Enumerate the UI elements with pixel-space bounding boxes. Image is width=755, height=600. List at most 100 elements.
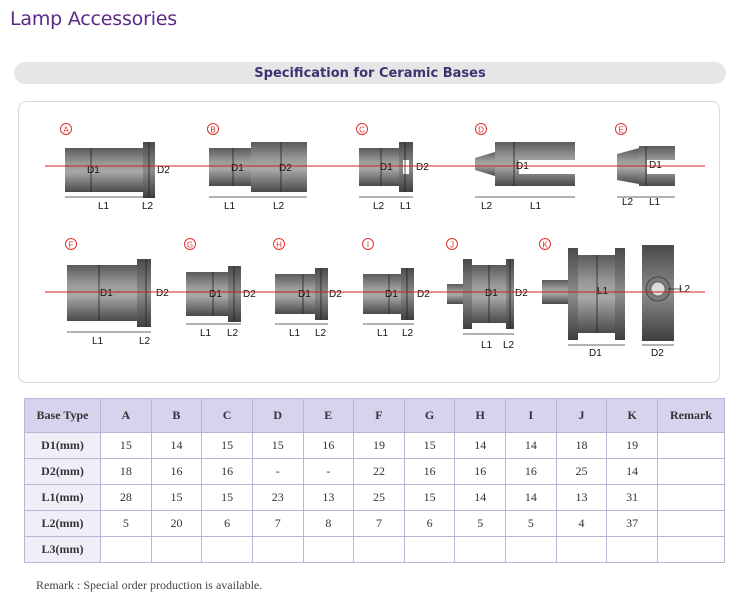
svg-text:K: K	[542, 241, 548, 250]
svg-text:D1: D1	[100, 288, 113, 299]
table-cell: 15	[251, 432, 304, 459]
table-cell: 25	[555, 458, 608, 485]
row-label: L1(mm)	[24, 484, 101, 511]
svg-text:L2: L2	[402, 328, 414, 339]
table-cell: 14	[505, 484, 557, 511]
table-cell	[606, 536, 658, 563]
svg-text:D1: D1	[516, 161, 529, 172]
svg-text:L1: L1	[289, 328, 301, 339]
svg-text:L1: L1	[98, 201, 110, 212]
table-cell: -	[251, 458, 304, 485]
row-label: D1(mm)	[24, 432, 101, 459]
base-d-drawing: D D1 L2 L1	[475, 123, 575, 212]
table-cell	[251, 536, 304, 563]
table-cell: 14	[150, 432, 203, 459]
base-k-drawing: K L1 D1 L2 D2	[539, 238, 691, 359]
svg-text:D: D	[478, 126, 484, 135]
svg-text:I: I	[367, 241, 369, 250]
svg-text:H: H	[276, 241, 282, 250]
row-label: L3(mm)	[24, 536, 101, 563]
svg-text:L1: L1	[481, 340, 493, 351]
table-cell: 4	[555, 510, 608, 537]
svg-text:L2: L2	[622, 197, 634, 208]
base-k-marker: K	[539, 238, 551, 250]
table-cell: 16	[454, 458, 506, 485]
svg-text:L1: L1	[224, 201, 236, 212]
svg-text:D2: D2	[243, 289, 256, 300]
section-header-bar: Specification for Ceramic Bases	[14, 62, 726, 84]
header-cell: F	[353, 398, 405, 433]
svg-text:L2: L2	[142, 201, 154, 212]
svg-text:D2: D2	[157, 165, 170, 176]
section-title: Specification for Ceramic Bases	[254, 65, 486, 81]
svg-text:C: C	[359, 126, 365, 135]
svg-text:D1: D1	[485, 288, 498, 299]
table-cell: 23	[251, 484, 304, 511]
table-cell: 18	[100, 458, 152, 485]
table-cell: 18	[555, 432, 608, 459]
table-cell: 14	[454, 484, 506, 511]
svg-text:D2: D2	[417, 289, 430, 300]
header-cell: B	[150, 398, 203, 433]
table-cell	[403, 536, 456, 563]
header-cell: Remark	[657, 398, 725, 433]
table-cell: 5	[100, 510, 152, 537]
table-cell: 7	[251, 510, 304, 537]
base-a-drawing: A D1 D2 L1 L2	[60, 123, 170, 212]
svg-text:L1: L1	[530, 201, 542, 212]
header-cell: G	[403, 398, 456, 433]
table-cell: 15	[201, 432, 253, 459]
table-cell: 8	[302, 510, 355, 537]
table-cell	[150, 536, 203, 563]
base-b-marker: B	[207, 123, 219, 135]
svg-text:L1: L1	[92, 336, 104, 347]
table-cell: 31	[606, 484, 658, 511]
svg-text:L2: L2	[373, 201, 385, 212]
remark-note: Remark : Special order production is ava…	[36, 578, 263, 592]
svg-text:L2: L2	[679, 284, 691, 295]
svg-text:D2: D2	[279, 163, 292, 174]
table-cell	[201, 536, 253, 563]
table-cell: 13	[555, 484, 608, 511]
table-cell	[555, 536, 608, 563]
header-cell: I	[505, 398, 557, 433]
base-i-drawing: I D1 D2 L1 L2	[362, 238, 430, 339]
table-cell	[302, 536, 355, 563]
header-cell: K	[606, 398, 658, 433]
base-f-drawing: F D1 D2 L1 L2	[65, 238, 169, 347]
table-cell: 16	[201, 458, 253, 485]
svg-text:D2: D2	[156, 288, 169, 299]
table-cell: 13	[302, 484, 355, 511]
table-cell: 6	[403, 510, 456, 537]
table-cell: 14	[606, 458, 658, 485]
base-g-drawing: G D1 D2 L1 L2	[184, 238, 256, 339]
diagram-svg: A D1 D2 L1 L2 B D1 D2 L1	[45, 123, 705, 359]
svg-text:L2: L2	[139, 336, 151, 347]
base-j-drawing: J D1 D2 L1 L2	[446, 238, 528, 351]
table-cell: 14	[505, 432, 557, 459]
table-cell	[657, 536, 725, 563]
table-cell: -	[302, 458, 355, 485]
table-cell	[100, 536, 152, 563]
table-cell: 7	[353, 510, 405, 537]
header-cell: C	[201, 398, 253, 433]
svg-text:L2: L2	[481, 201, 493, 212]
base-g-marker: G	[184, 238, 196, 250]
svg-text:D1: D1	[87, 165, 100, 176]
svg-text:D2: D2	[329, 289, 342, 300]
table-cell: 16	[150, 458, 203, 485]
table-cell	[454, 536, 506, 563]
table-cell: 15	[150, 484, 203, 511]
header-cell: H	[454, 398, 506, 433]
svg-text:L1: L1	[377, 328, 389, 339]
table-cell	[353, 536, 405, 563]
table-cell: 14	[454, 432, 506, 459]
table-cell: 37	[606, 510, 658, 537]
svg-text:D1: D1	[298, 289, 311, 300]
ceramic-base-diagram: A D1 D2 L1 L2 B D1 D2 L1	[18, 101, 720, 383]
row-label: L2(mm)	[24, 510, 101, 537]
table-cell: 20	[150, 510, 203, 537]
table-cell: 28	[100, 484, 152, 511]
